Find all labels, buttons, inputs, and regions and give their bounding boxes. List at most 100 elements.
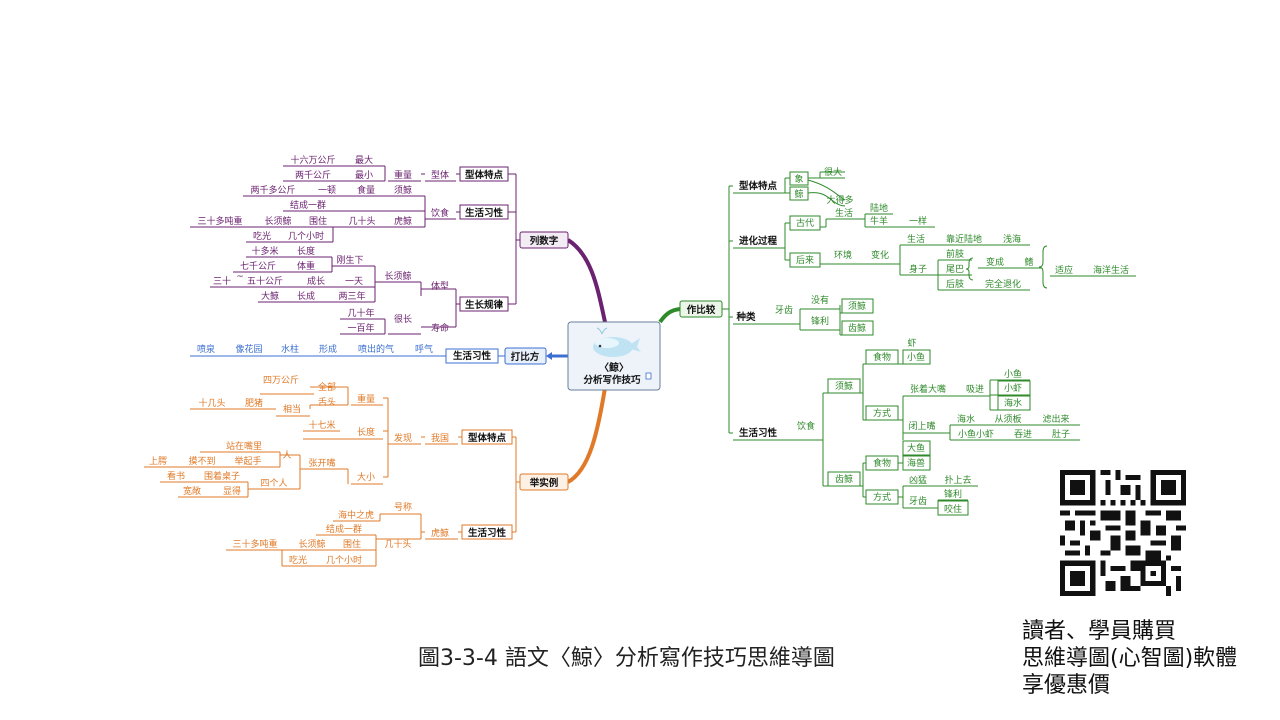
ct-big: 很大 (824, 166, 842, 178)
promo-line-1: 讀者、學員購買 (1022, 619, 1177, 644)
ln-diet: 饮食 (431, 207, 449, 219)
ex-x1: 三十多吨重 (232, 538, 277, 550)
ct-from-plate: 从须板 (994, 413, 1021, 425)
ct-way: 方式 (873, 407, 891, 419)
compare-habit[interactable]: 生活习性 (453, 350, 492, 362)
ex-e6: 看书 (167, 470, 185, 482)
ct-suck: 吸进 (966, 384, 984, 395)
ln-l2: 结成一群 (290, 199, 326, 211)
ln-shape-topic[interactable]: 型体特点 (465, 169, 504, 181)
note-icon (645, 372, 652, 380)
ct-same: 一样 (909, 215, 927, 227)
ln-l1d: 须鲸 (394, 184, 412, 196)
ct-s2: 小虾 (1004, 382, 1022, 394)
ex-e3: 十七米 (308, 419, 335, 431)
ct-change: 变化 (871, 249, 889, 261)
ln-g6b: 很长 (394, 313, 412, 325)
whale-icon (593, 327, 641, 357)
ct-life-toothed: 齿鲸 (835, 473, 853, 485)
ct-ancient: 古代 (796, 217, 814, 229)
ln-l4: 吃光 (253, 230, 271, 242)
list-numbers-node[interactable]: 列数字 (530, 235, 559, 247)
ex-e2: 十几头 (198, 397, 225, 409)
ex-nick: 号称 (394, 501, 412, 513)
ex-x1c: 围住 (343, 538, 361, 550)
ex-x2b: 几个小时 (326, 554, 362, 566)
ct-open-mouth: 张着大嘴 (910, 383, 946, 395)
ln-g1b: 长度 (297, 245, 315, 257)
ct-live2: 生活 (907, 233, 925, 245)
compare-node[interactable]: 打比方 (511, 351, 540, 363)
ct-small-fish: 小鱼 (907, 351, 925, 363)
ct-eat-in: 吞进 (1014, 429, 1032, 440)
ex-we: 我国 (431, 433, 449, 444)
ex-e6b: 围着桌子 (204, 470, 240, 482)
ln-r2b: 最小 (355, 170, 373, 181)
ex-e7b: 显得 (223, 485, 241, 497)
ln-l3e: 虎鲸 (394, 215, 412, 227)
ct-degen: 完全退化 (985, 278, 1021, 290)
ln-long-fin: 长须鲸 (384, 270, 411, 282)
ct-evolution-topic[interactable]: 进化过程 (739, 235, 778, 247)
center-title: 〈鲸〉 (599, 361, 629, 374)
ct-adapt: 适应 (1055, 264, 1073, 276)
ct-toothed: 齿鲸 (848, 322, 866, 334)
ct-shape-topic[interactable]: 型体特点 (739, 180, 778, 192)
ex-group: 结成一群 (326, 523, 362, 535)
ln-g5: 几十年 (347, 307, 374, 319)
ex-e4c: 摸不到 (188, 455, 215, 467)
connector-list-numbers (566, 238, 607, 323)
ct-env: 环境 (834, 249, 852, 261)
ln-shape-word: 型体 (431, 169, 449, 181)
ex-e4b: 上腭 (149, 456, 167, 467)
ct-whale: 鲸 (794, 188, 803, 200)
ln-growth-topic[interactable]: 生长规律 (465, 299, 504, 311)
ex-shape-topic[interactable]: 型体特点 (468, 432, 507, 444)
ln-l1b: 一顿 (318, 184, 336, 196)
ex-size: 大小 (357, 471, 375, 483)
ct-front: 前肢 (946, 248, 964, 260)
ct-way2: 方式 (873, 491, 891, 503)
ln-l3: 三十多吨重 (197, 215, 242, 227)
ct-life-topic[interactable]: 生活习性 (739, 427, 778, 439)
ln-r1: 十六万公斤 (290, 154, 335, 166)
ln-g2: 七千公斤 (240, 261, 276, 272)
promo-line-3: 享優惠價 (1022, 673, 1111, 698)
ln-life-topic[interactable]: 生活习性 (465, 207, 504, 219)
ex-weight: 重量 (357, 393, 375, 405)
ln-g6: 一百年 (347, 322, 374, 334)
promo-text: 讀者、學員購買 思維導圖(心智圖)軟體 享優惠價 (1022, 618, 1237, 699)
branch-contrast (679, 171, 1136, 516)
ct-ocean-life: 海洋生活 (1093, 264, 1129, 276)
ln-g3c: 成长 (307, 275, 325, 287)
ex-tongue: 舌头 (318, 397, 336, 408)
ct-elephant: 象 (794, 173, 803, 185)
connector-contrast (658, 307, 681, 324)
center-subtitle: 分析写作技巧 (583, 374, 641, 386)
center-node[interactable]: 〈鲸〉 分析写作技巧 (567, 321, 661, 391)
ct-bite: 咬住 (944, 503, 962, 515)
ex-life-topic[interactable]: 生活习性 (468, 527, 507, 539)
ln-l1: 两千多公斤 (250, 184, 295, 196)
ln-l4b: 几个小时 (288, 230, 324, 242)
ct-filter: 滤出来 (1042, 413, 1069, 425)
ct-species-topic[interactable]: 种类 (735, 311, 756, 323)
ln-g2b: 体重 (297, 260, 315, 272)
ex-e6c: 四个人 (260, 478, 287, 489)
ex-equal: 相当 (283, 403, 301, 415)
ln-g2c: 刚生下 (336, 254, 363, 266)
ct-more: 大得多 (826, 194, 853, 206)
ln-g4: 大鲸 (261, 290, 279, 302)
examples-node[interactable]: 举实例 (529, 477, 559, 489)
ex-tiger: 虎鲸 (431, 527, 449, 539)
ct-none: 没有 (811, 294, 829, 306)
ct-life-baleen: 须鲸 (835, 380, 853, 392)
ct-fish-shrimp: 小鱼小虾 (958, 428, 994, 440)
promo-line-2: 思維導圖(心智圖)軟體 (1022, 646, 1238, 671)
ct-become: 变成 (986, 256, 1004, 268)
ln-l3b: 长须鲸 (264, 215, 291, 227)
contrast-node[interactable]: 作比较 (687, 304, 716, 316)
ln-g1: 十多米 (251, 245, 278, 257)
cmp-item-5: 呼气 (415, 343, 433, 355)
